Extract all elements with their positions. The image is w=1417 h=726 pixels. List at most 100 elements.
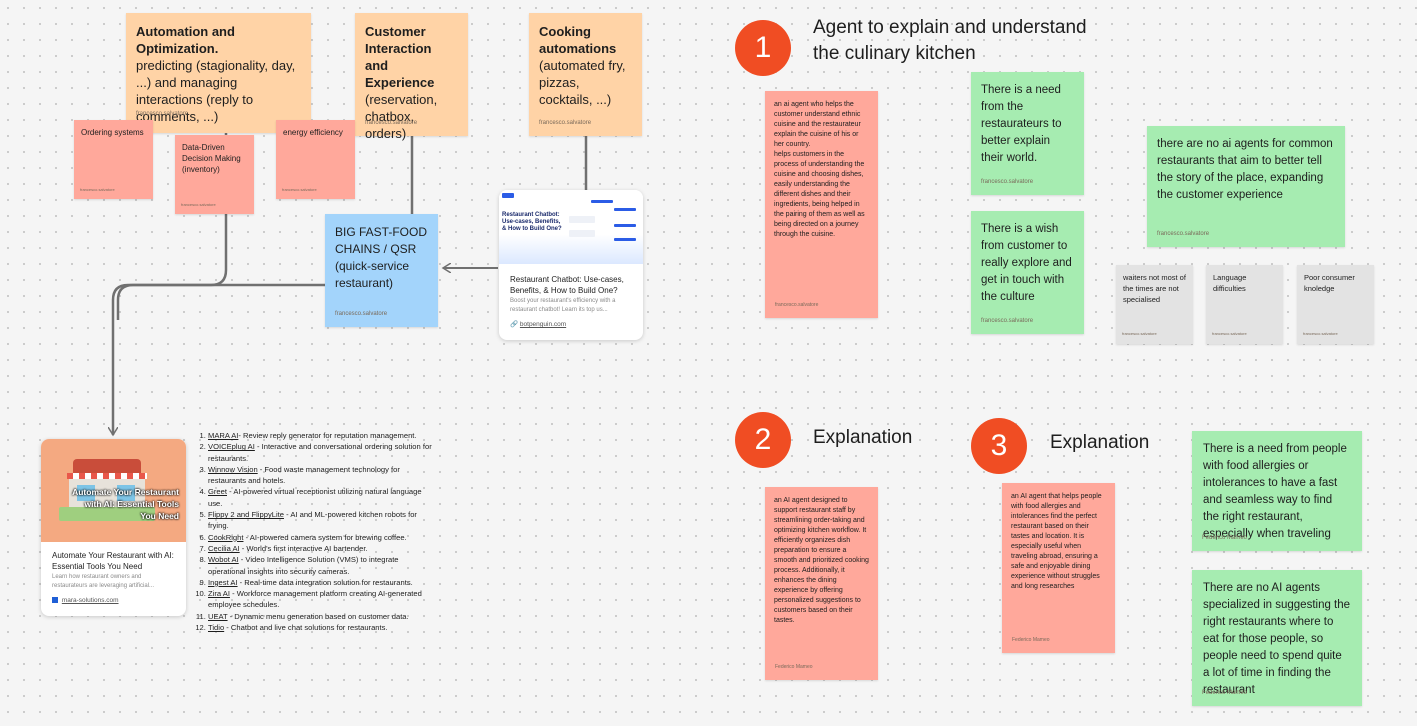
card-banner-text: Automate Your Restaurant with AI: Essent…: [72, 487, 179, 521]
sticky-body: There are no AI agents specialized in su…: [1203, 582, 1351, 696]
sticky-body: BIG FAST-FOOD CHAINS / QSR (quick-servic…: [335, 225, 428, 290]
tool-description: - Real-time data integration solution fo…: [237, 577, 413, 587]
tool-list-item: CookRight - AI-powered camera system for…: [208, 532, 433, 543]
sticky-allergy-agent[interactable]: an AI agent that helps people with food …: [1002, 483, 1115, 653]
tool-link[interactable]: Zira AI: [208, 589, 230, 599]
tool-list-item: Greet - AI-powered virtual receptionist …: [208, 486, 433, 509]
thumb-chat-mockup: [569, 200, 639, 250]
sticky-author: francesco.salvatore: [1122, 331, 1157, 336]
card-link[interactable]: mara-solutions.com: [52, 597, 119, 604]
tool-link[interactable]: CookRight: [208, 532, 244, 542]
sticky-author: Federico Mameo: [775, 664, 813, 670]
sticky-staff-agent[interactable]: an AI agent designed to support restaura…: [765, 487, 878, 680]
section-1-heading: Agent to explain and understand the culi…: [813, 17, 1087, 64]
tool-list-item: UEAT - Dynamic menu generation based on …: [208, 611, 433, 622]
sticky-no-ai-agents-allergies[interactable]: There are no AI agents specialized in su…: [1192, 570, 1362, 706]
tool-link[interactable]: Cecilia AI: [208, 543, 240, 553]
tool-link[interactable]: Tidio: [208, 623, 225, 633]
tool-description: - Food waste management technology for r…: [208, 464, 400, 486]
sticky-data-driven[interactable]: Data-Driven Decision Making (inventory) …: [175, 135, 254, 214]
card-link-text: mara-solutions.com: [61, 597, 119, 604]
card-thumbnail: Automate Your Restaurant with AI: Essent…: [41, 439, 186, 542]
link-card-restaurant-chatbot[interactable]: Restaurant Chatbot: Use-cases, Benefits,…: [499, 190, 643, 340]
sticky-need-restaurateurs[interactable]: There is a need from the restaurateurs t…: [971, 72, 1084, 195]
sticky-no-ai-agents[interactable]: there are no ai agents for common restau…: [1147, 126, 1345, 247]
tool-description: - Workforce management platform creating…: [208, 589, 422, 610]
sticky-author: francesco.salvatore: [981, 179, 1034, 185]
tool-description: - Interactive and conversational orderin…: [208, 442, 432, 463]
tool-description: - Chatbot and live chat solutions for re…: [224, 623, 388, 633]
sticky-body: There is a need from the restaurateurs t…: [981, 84, 1062, 164]
sticky-title: Cooking automations: [539, 24, 617, 56]
sticky-body: an AI agent designed to support restaura…: [774, 497, 869, 624]
tool-link[interactable]: Winnow Vision: [208, 464, 258, 474]
sticky-body: Ordering systems: [81, 128, 144, 137]
tool-description: - AI-powered virtual receptionist utiliz…: [208, 487, 422, 508]
link-icon: 🔗: [510, 321, 519, 328]
sticky-ordering-systems[interactable]: Ordering systems francesco.salvatore: [74, 120, 153, 199]
sticky-body: There is a wish from customer to really …: [981, 223, 1072, 303]
card-title: Restaurant Chatbot: Use-cases, Benefits,…: [510, 275, 624, 295]
sticky-body: Poor consumer knoledge: [1304, 273, 1355, 293]
tool-list-item: Ingest AI - Real-time data integration s…: [208, 577, 433, 588]
tool-link[interactable]: Flippy 2 and FlippyLite: [208, 510, 284, 520]
tool-description: - AI-powered camera system for brewing c…: [243, 532, 407, 542]
sticky-fast-food-chains[interactable]: BIG FAST-FOOD CHAINS / QSR (quick-servic…: [325, 214, 438, 327]
sticky-body: Data-Driven Decision Making (inventory): [182, 143, 241, 174]
sticky-author: francesco.salvatore: [1157, 231, 1210, 237]
sticky-author: francesco.salvatore: [981, 318, 1034, 324]
tool-description: - AI and ML-powered kitchen robots for f…: [208, 510, 417, 531]
tool-description: - Review reply generator for reputation …: [238, 431, 417, 440]
sticky-culinary-agent[interactable]: an ai agent who helps the customer under…: [765, 91, 878, 318]
tool-link[interactable]: VOICEplug AI: [208, 442, 255, 452]
sticky-body: energy efficiency: [283, 128, 343, 137]
tool-list-item: Zira AI - Workforce management platform …: [208, 588, 433, 611]
sticky-poor-consumer-knowledge[interactable]: Poor consumer knoledge francesco.salvato…: [1297, 265, 1374, 344]
sticky-author: francesco.salvatore: [335, 311, 388, 317]
sticky-automation-optimization[interactable]: Automation and Optimization. predicting …: [126, 13, 311, 133]
sticky-author: Federico Mameo: [1202, 690, 1248, 696]
tool-list-item: Cecilia AI - World's first interactive A…: [208, 543, 433, 554]
thumb-title: Restaurant Chatbot: Use-cases, Benefits,…: [502, 212, 562, 232]
sticky-need-allergies[interactable]: There is a need from people with food al…: [1192, 431, 1362, 551]
sticky-energy-efficiency[interactable]: energy efficiency francesco.salvatore: [276, 120, 355, 199]
section-2-heading: Explanation: [813, 427, 913, 448]
card-link[interactable]: 🔗 botpenguin.com: [510, 320, 566, 328]
sticky-body: There is a need from people with food al…: [1203, 443, 1347, 540]
tool-description: - Video Intelligence Solution (VMS) to i…: [208, 555, 399, 576]
tool-link[interactable]: Greet: [208, 487, 227, 497]
section-number-3: 3: [971, 418, 1027, 474]
card-thumbnail: Restaurant Chatbot: Use-cases, Benefits,…: [499, 190, 643, 264]
link-card-mara-solutions[interactable]: Automate Your Restaurant with AI: Essent…: [41, 439, 186, 616]
sticky-author: francesco.salvatore: [136, 111, 189, 117]
sticky-author: Federico Mameo: [1012, 637, 1050, 643]
sticky-waiters-not-specialised[interactable]: waiters not most of the times are not sp…: [1116, 265, 1193, 344]
sticky-cooking-automations[interactable]: Cooking automations (automated fry, pizz…: [529, 13, 642, 136]
sticky-body: (reservation, chatbox, orders): [365, 92, 438, 141]
tool-link[interactable]: MARA AI: [208, 431, 239, 440]
sticky-wish-customer[interactable]: There is a wish from customer to really …: [971, 211, 1084, 334]
tool-link[interactable]: Ingest AI: [208, 577, 238, 587]
sticky-body: Language difficulties: [1213, 273, 1247, 293]
card-description: Boost your restaurant's efficiency with …: [510, 298, 616, 313]
tool-list-item: Winnow Vision - Food waste management te…: [208, 464, 433, 487]
sticky-author: francesco.salvatore: [775, 302, 819, 308]
tool-link[interactable]: UEAT: [208, 611, 228, 621]
sticky-language-difficulties[interactable]: Language difficulties francesco.salvator…: [1206, 265, 1283, 344]
sticky-body: waiters not most of the times are not sp…: [1123, 273, 1186, 304]
restaurant-illustration: [59, 459, 155, 521]
sticky-customer-interaction[interactable]: Customer Interaction and Experience (res…: [355, 13, 468, 141]
sticky-author: Federico Mameo: [1202, 535, 1248, 541]
card-link-text: botpenguin.com: [519, 321, 567, 328]
sticky-title: Automation and Optimization.: [136, 24, 235, 56]
tool-description: - Dynamic menu generation based on custo…: [227, 611, 409, 621]
tool-list-item: VOICEplug AI - Interactive and conversat…: [208, 441, 433, 464]
sticky-body: an ai agent who helps the customer under…: [774, 101, 865, 238]
card-description: Learn how restaurant owners and restaura…: [52, 574, 155, 589]
sticky-body: an AI agent that helps people with food …: [1011, 493, 1102, 590]
sticky-body: there are no ai agents for common restau…: [1157, 138, 1333, 201]
tool-link[interactable]: Wobot AI: [208, 555, 239, 565]
section-3-heading: Explanation: [1050, 432, 1150, 453]
sticky-body: (automated fry, pizzas, cocktails, ...): [539, 58, 626, 107]
